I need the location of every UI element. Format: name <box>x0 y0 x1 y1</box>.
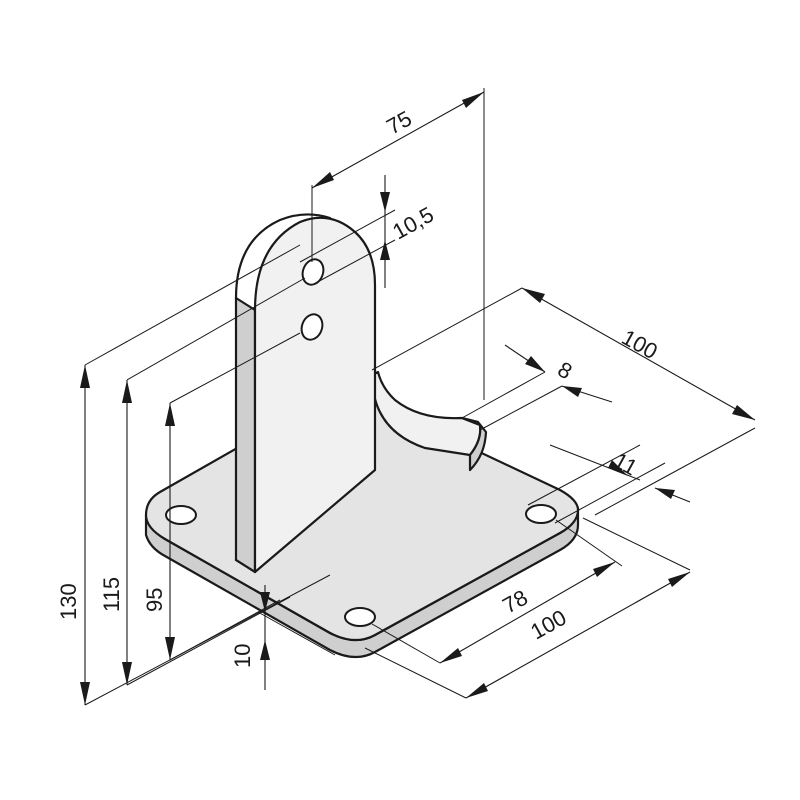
dim-label-height-upper-hole: 115 <box>99 577 124 612</box>
upright-hole-upper <box>301 258 325 286</box>
dim-label-base-width: 100 <box>526 605 570 645</box>
dim-label-base-thickness: 10 <box>230 644 255 668</box>
dim-label-wall-thickness: 8 <box>554 357 577 385</box>
dim-label-height-lower-hole: 95 <box>142 588 167 612</box>
dimension-lines <box>80 91 756 705</box>
dim-label-height-total: 130 <box>56 583 81 620</box>
bracket-fillet-lip <box>460 416 488 472</box>
extension-lines <box>84 88 756 706</box>
dim-label-top-width: 75 <box>382 106 416 140</box>
base-hole-front <box>344 607 376 627</box>
upright-front-edge <box>234 558 257 574</box>
upright-side <box>234 296 257 574</box>
bracket-part <box>144 213 580 659</box>
base-hole-right <box>525 504 557 524</box>
dim-label-base-hole: 11 <box>610 448 642 481</box>
base-hole-left <box>165 505 197 525</box>
dim-label-depth-right: 100 <box>618 325 662 365</box>
dim-label-hole-diameter: 10,5 <box>388 202 438 245</box>
upright-hole-lower <box>300 313 324 341</box>
